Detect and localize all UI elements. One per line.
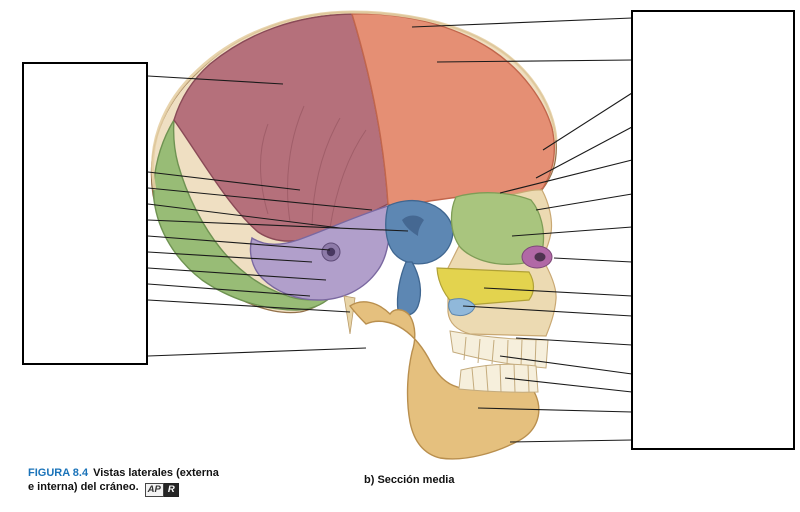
vomer-bone-region bbox=[436, 267, 535, 307]
caption-text-2: e interna) del cráneo. bbox=[28, 481, 139, 493]
figure-number: FIGURA 8.4 bbox=[28, 467, 89, 479]
lower-teeth-separators bbox=[471, 363, 530, 393]
nasal-opening bbox=[534, 252, 546, 262]
frontal-bone-region bbox=[351, 13, 555, 209]
lower-teeth bbox=[458, 363, 539, 393]
pterygoid-process-region bbox=[396, 261, 422, 316]
leader-line bbox=[147, 203, 341, 229]
caption-line-1: FIGURA 8.4 Vistas laterales (externa bbox=[28, 466, 278, 480]
leader-line bbox=[147, 75, 284, 85]
sphenoid-bone-region bbox=[385, 199, 454, 265]
label-box-right[interactable] bbox=[631, 10, 795, 450]
leader-line bbox=[477, 407, 633, 413]
leader-line bbox=[147, 299, 351, 313]
leader-line bbox=[147, 347, 367, 357]
caption-text-1: Vistas laterales (externa bbox=[93, 467, 219, 479]
leader-line bbox=[147, 219, 409, 232]
leader-line bbox=[462, 305, 633, 317]
leader-line bbox=[147, 267, 327, 281]
calvaria-cut-rim bbox=[151, 10, 558, 191]
leader-line bbox=[515, 337, 633, 346]
leader-line bbox=[509, 439, 633, 443]
acoustic-meatus-opening bbox=[326, 247, 336, 257]
leader-line bbox=[499, 355, 633, 375]
section-label: b) Sección media bbox=[364, 474, 455, 486]
upper-teeth-separators bbox=[463, 336, 537, 368]
styloid-process bbox=[343, 295, 356, 335]
leader-line bbox=[147, 283, 311, 297]
figure-caption: FIGURA 8.4 Vistas laterales (externa e in… bbox=[28, 466, 278, 497]
apr-logo-ap: AP bbox=[144, 483, 164, 497]
mandible-region bbox=[348, 301, 540, 460]
temporal-bone-region bbox=[249, 205, 391, 301]
leader-line bbox=[147, 171, 301, 191]
leader-line bbox=[504, 377, 633, 393]
leader-line bbox=[511, 226, 633, 237]
leader-line bbox=[411, 17, 633, 28]
leader-line bbox=[147, 251, 313, 263]
leader-lines bbox=[147, 17, 633, 443]
leader-line bbox=[483, 287, 633, 297]
leader-line bbox=[542, 92, 633, 151]
leader-line bbox=[436, 59, 633, 63]
leader-line bbox=[535, 193, 633, 211]
meningeal-grooves bbox=[260, 105, 367, 229]
leader-line bbox=[147, 235, 331, 251]
leader-line bbox=[535, 126, 633, 179]
label-box-left[interactable] bbox=[22, 62, 148, 365]
sella-turcica-notch bbox=[402, 215, 424, 236]
leader-line bbox=[147, 187, 373, 211]
palatine-bone-region bbox=[448, 298, 476, 317]
leader-line bbox=[553, 257, 633, 263]
apr-logo-r: R bbox=[163, 483, 179, 497]
leader-line bbox=[499, 159, 633, 194]
